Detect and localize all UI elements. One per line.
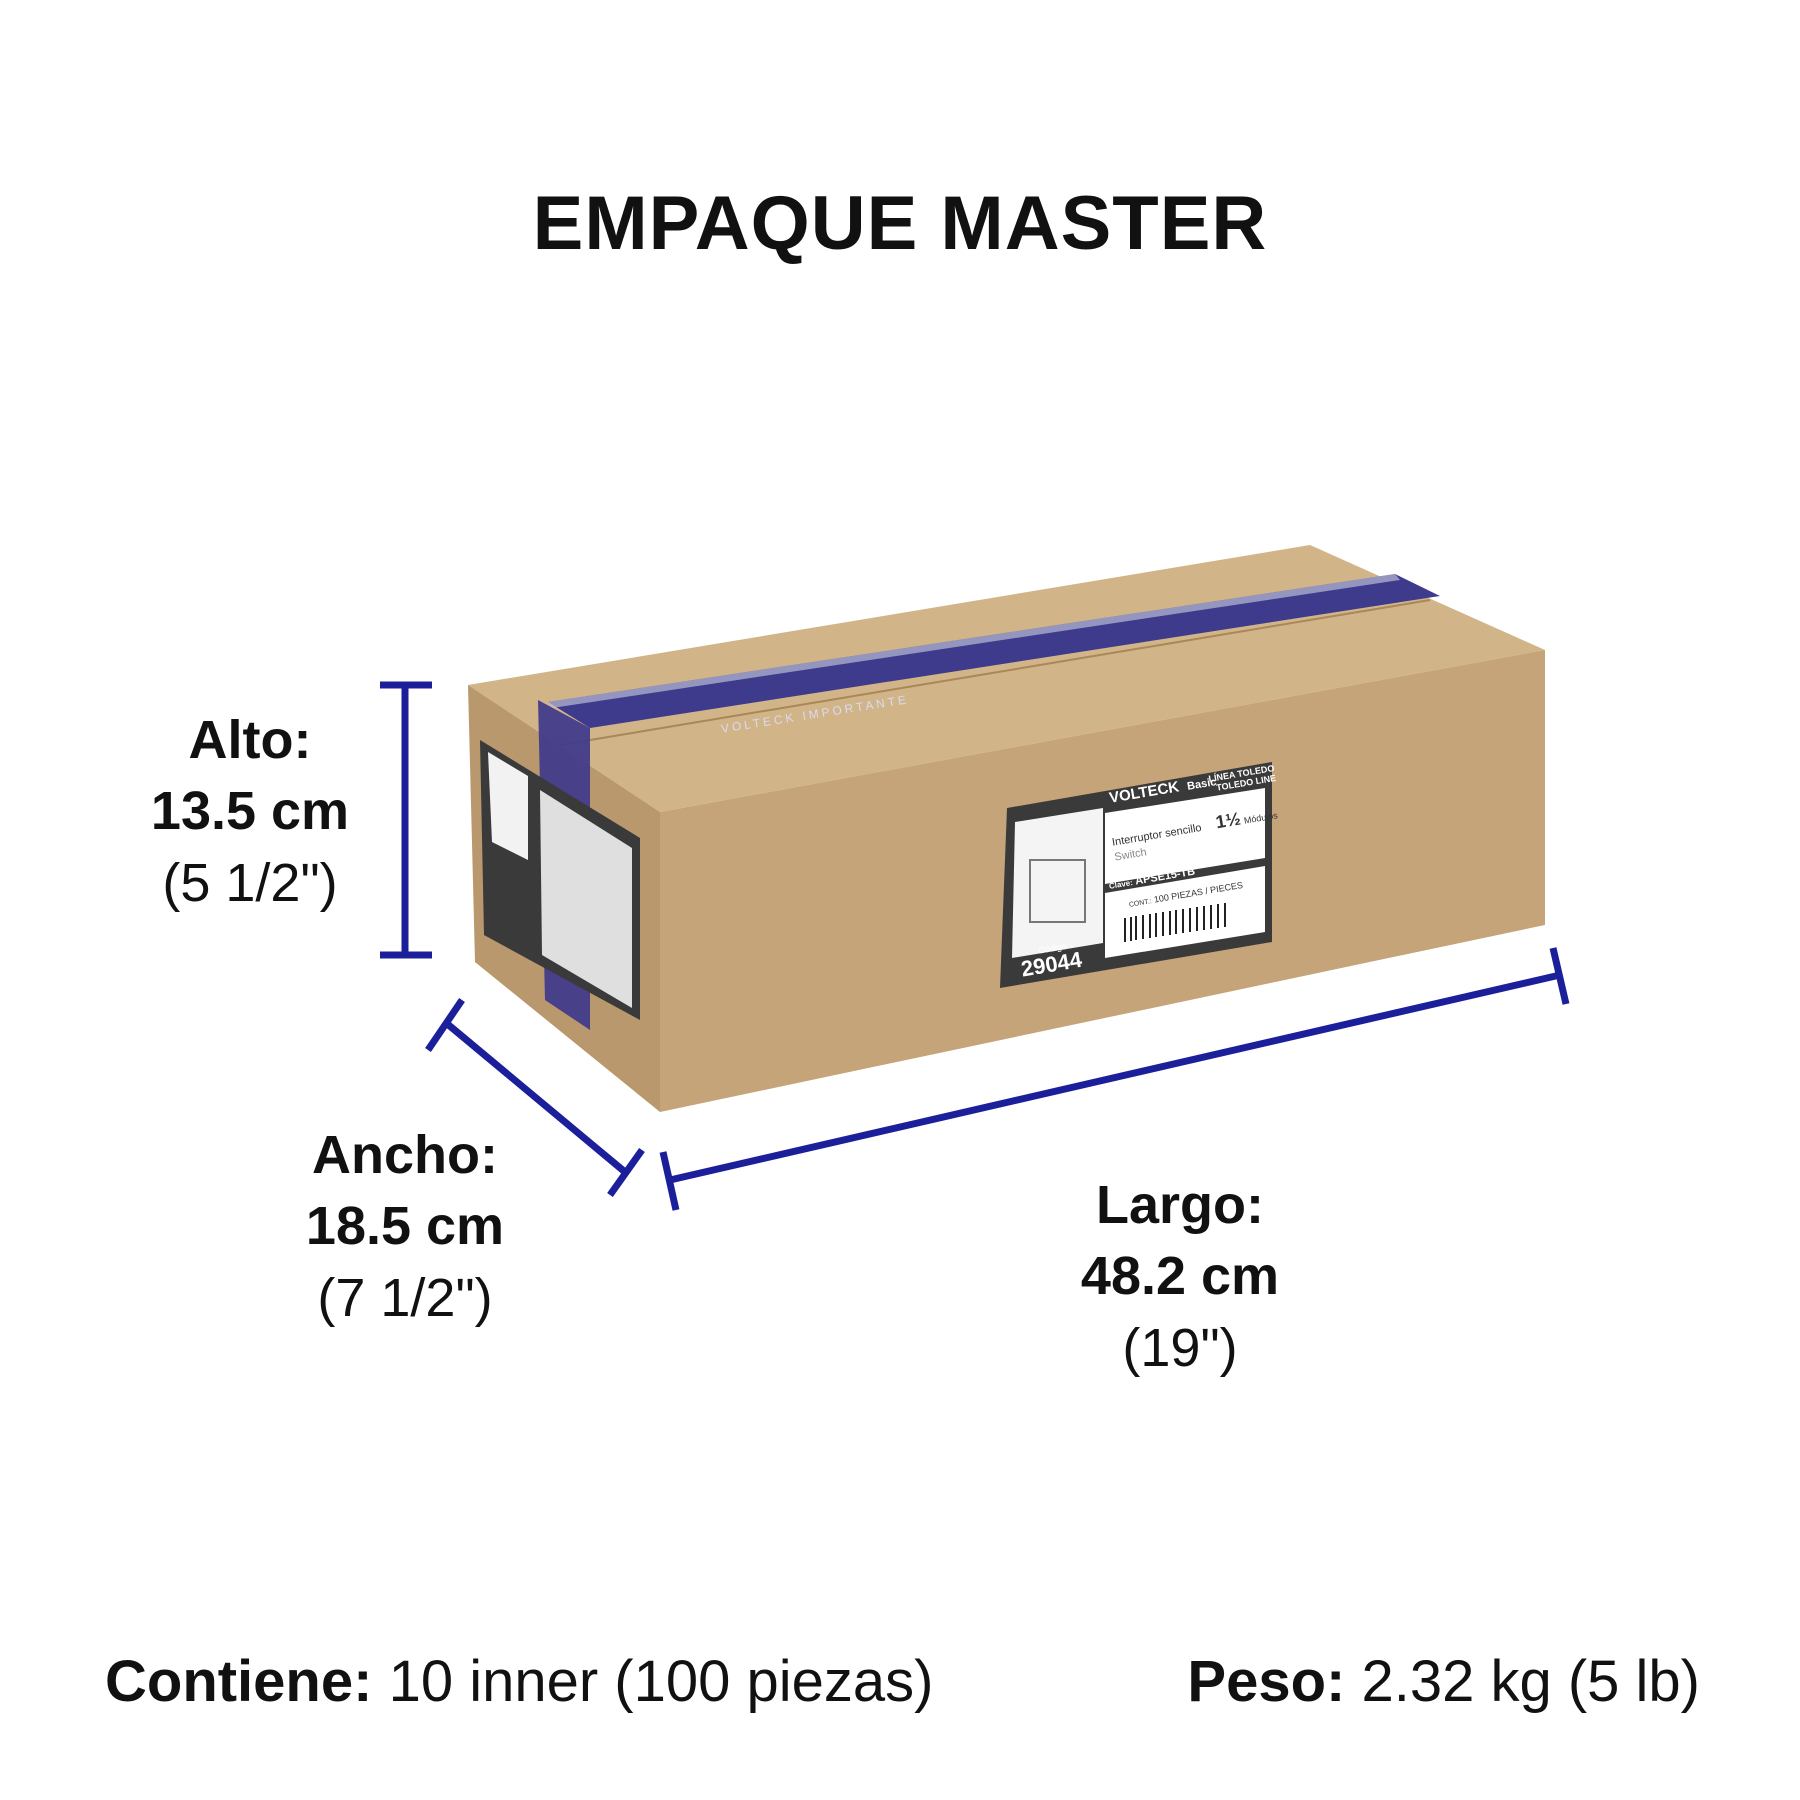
largo-metric: 48.2 cm [1080,1246,1280,1307]
alto-metric: 13.5 cm [150,781,350,842]
weight-label: Peso: [1187,1649,1346,1714]
contents-info: Contiene: 10 inner (100 piezas) [105,1648,933,1715]
largo-dimension-line [659,947,1570,1211]
front-label [1000,762,1272,988]
alto-dimension: Alto: 13.5 cm (5 1/2") [120,705,380,919]
alto-dimension-line [380,681,432,959]
alto-label: Alto: [188,710,312,770]
largo-label: Largo: [1096,1175,1264,1235]
barcode [1124,903,1226,942]
weight-value: 2.32 kg (5 lb) [1361,1649,1700,1714]
contents-label: Contiene: [105,1649,373,1714]
largo-dimension: Largo: 48.2 cm (19") [1040,1170,1320,1384]
ancho-label: Ancho: [312,1125,498,1185]
weight-info: Peso: 2.32 kg (5 lb) [1187,1648,1700,1715]
modules-value: 1½ [1214,808,1243,833]
page-title: EMPAQUE MASTER [532,181,1268,266]
ancho-imperial: (7 1/2") [317,1267,493,1328]
ancho-metric: 18.5 cm [305,1196,505,1257]
contents-value: 10 inner (100 piezas) [388,1649,934,1714]
alto-imperial: (5 1/2") [162,852,338,913]
modules-label: Módulos [1243,810,1279,826]
ancho-dimension-line [425,998,645,1198]
box-tape [548,574,1440,728]
ancho-dimension: Ancho: 18.5 cm (7 1/2") [270,1120,540,1334]
largo-imperial: (19") [1122,1317,1238,1378]
